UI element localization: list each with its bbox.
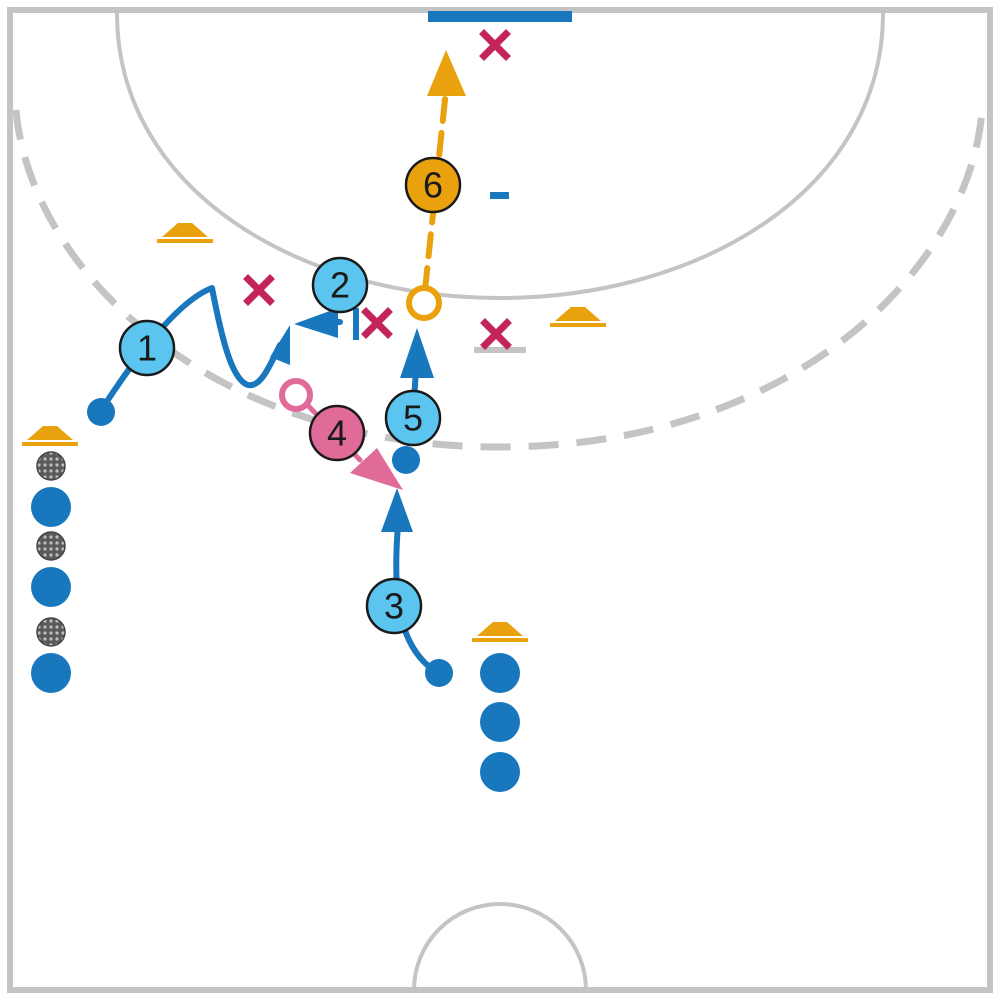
- center-circle: [412, 902, 588, 991]
- step-marker-1: 1: [118, 319, 176, 377]
- player-dot-icon: [480, 702, 520, 742]
- cone-icon: [550, 307, 606, 327]
- defender-x-icon: [243, 274, 275, 306]
- step-marker-2: 2: [311, 256, 369, 314]
- step-label-3: 3: [384, 586, 404, 627]
- players: [31, 398, 520, 792]
- cone-icon: [22, 426, 78, 446]
- court-boundary: [7, 7, 993, 993]
- goalkeeper-mark: [490, 192, 509, 199]
- step-label-5: 5: [403, 398, 423, 439]
- step-marker-5: 5: [384, 389, 442, 447]
- defender-x-icon: [480, 318, 512, 350]
- handball-icon: [36, 451, 66, 481]
- arrow-head-pass-4: [350, 448, 403, 490]
- step-marker-6: 6: [404, 156, 462, 214]
- arrow-head-run-5: [400, 328, 434, 378]
- step-marker-4: 4: [308, 404, 366, 462]
- step-markers: 1 2 3 4 5 6: [118, 156, 462, 635]
- step-label-1: 1: [137, 328, 157, 369]
- goal: [428, 11, 572, 22]
- court-markings: [12, 12, 986, 991]
- player-dot-icon: [425, 659, 453, 687]
- arrow-head-shot-6: [427, 50, 466, 96]
- ball-position-ring-orange: [406, 285, 442, 321]
- player-dot-icon: [480, 752, 520, 792]
- step-marker-3: 3: [365, 577, 423, 635]
- arrow-heads: [270, 50, 466, 532]
- defender-x-icon: [479, 29, 511, 61]
- player-dot-icon: [31, 487, 71, 527]
- player-dot-icon: [31, 567, 71, 607]
- step-label-2: 2: [330, 265, 350, 306]
- free-throw-line: [12, 109, 986, 451]
- cones: [22, 223, 606, 642]
- player-dot-icon: [480, 653, 520, 693]
- defenders: [243, 29, 512, 350]
- defender-x-icon: [361, 307, 393, 339]
- step-label-6: 6: [423, 165, 443, 206]
- handball-icon: [36, 617, 66, 647]
- player-dot-icon: [31, 653, 71, 693]
- cone-icon: [472, 622, 528, 642]
- player-dot-icon: [87, 398, 115, 426]
- balls: [36, 451, 66, 647]
- arrow-head-run-1: [270, 325, 290, 365]
- arrow-head-block-2: [294, 308, 338, 338]
- ball-position-ring-pink: [279, 378, 313, 412]
- step-label-4: 4: [327, 413, 347, 454]
- arrow-head-run-3: [381, 488, 413, 532]
- player-dot-icon: [392, 446, 420, 474]
- cone-icon: [157, 223, 213, 243]
- court-lines: [7, 7, 993, 993]
- handball-icon: [36, 531, 66, 561]
- goal-area-line: [115, 12, 885, 301]
